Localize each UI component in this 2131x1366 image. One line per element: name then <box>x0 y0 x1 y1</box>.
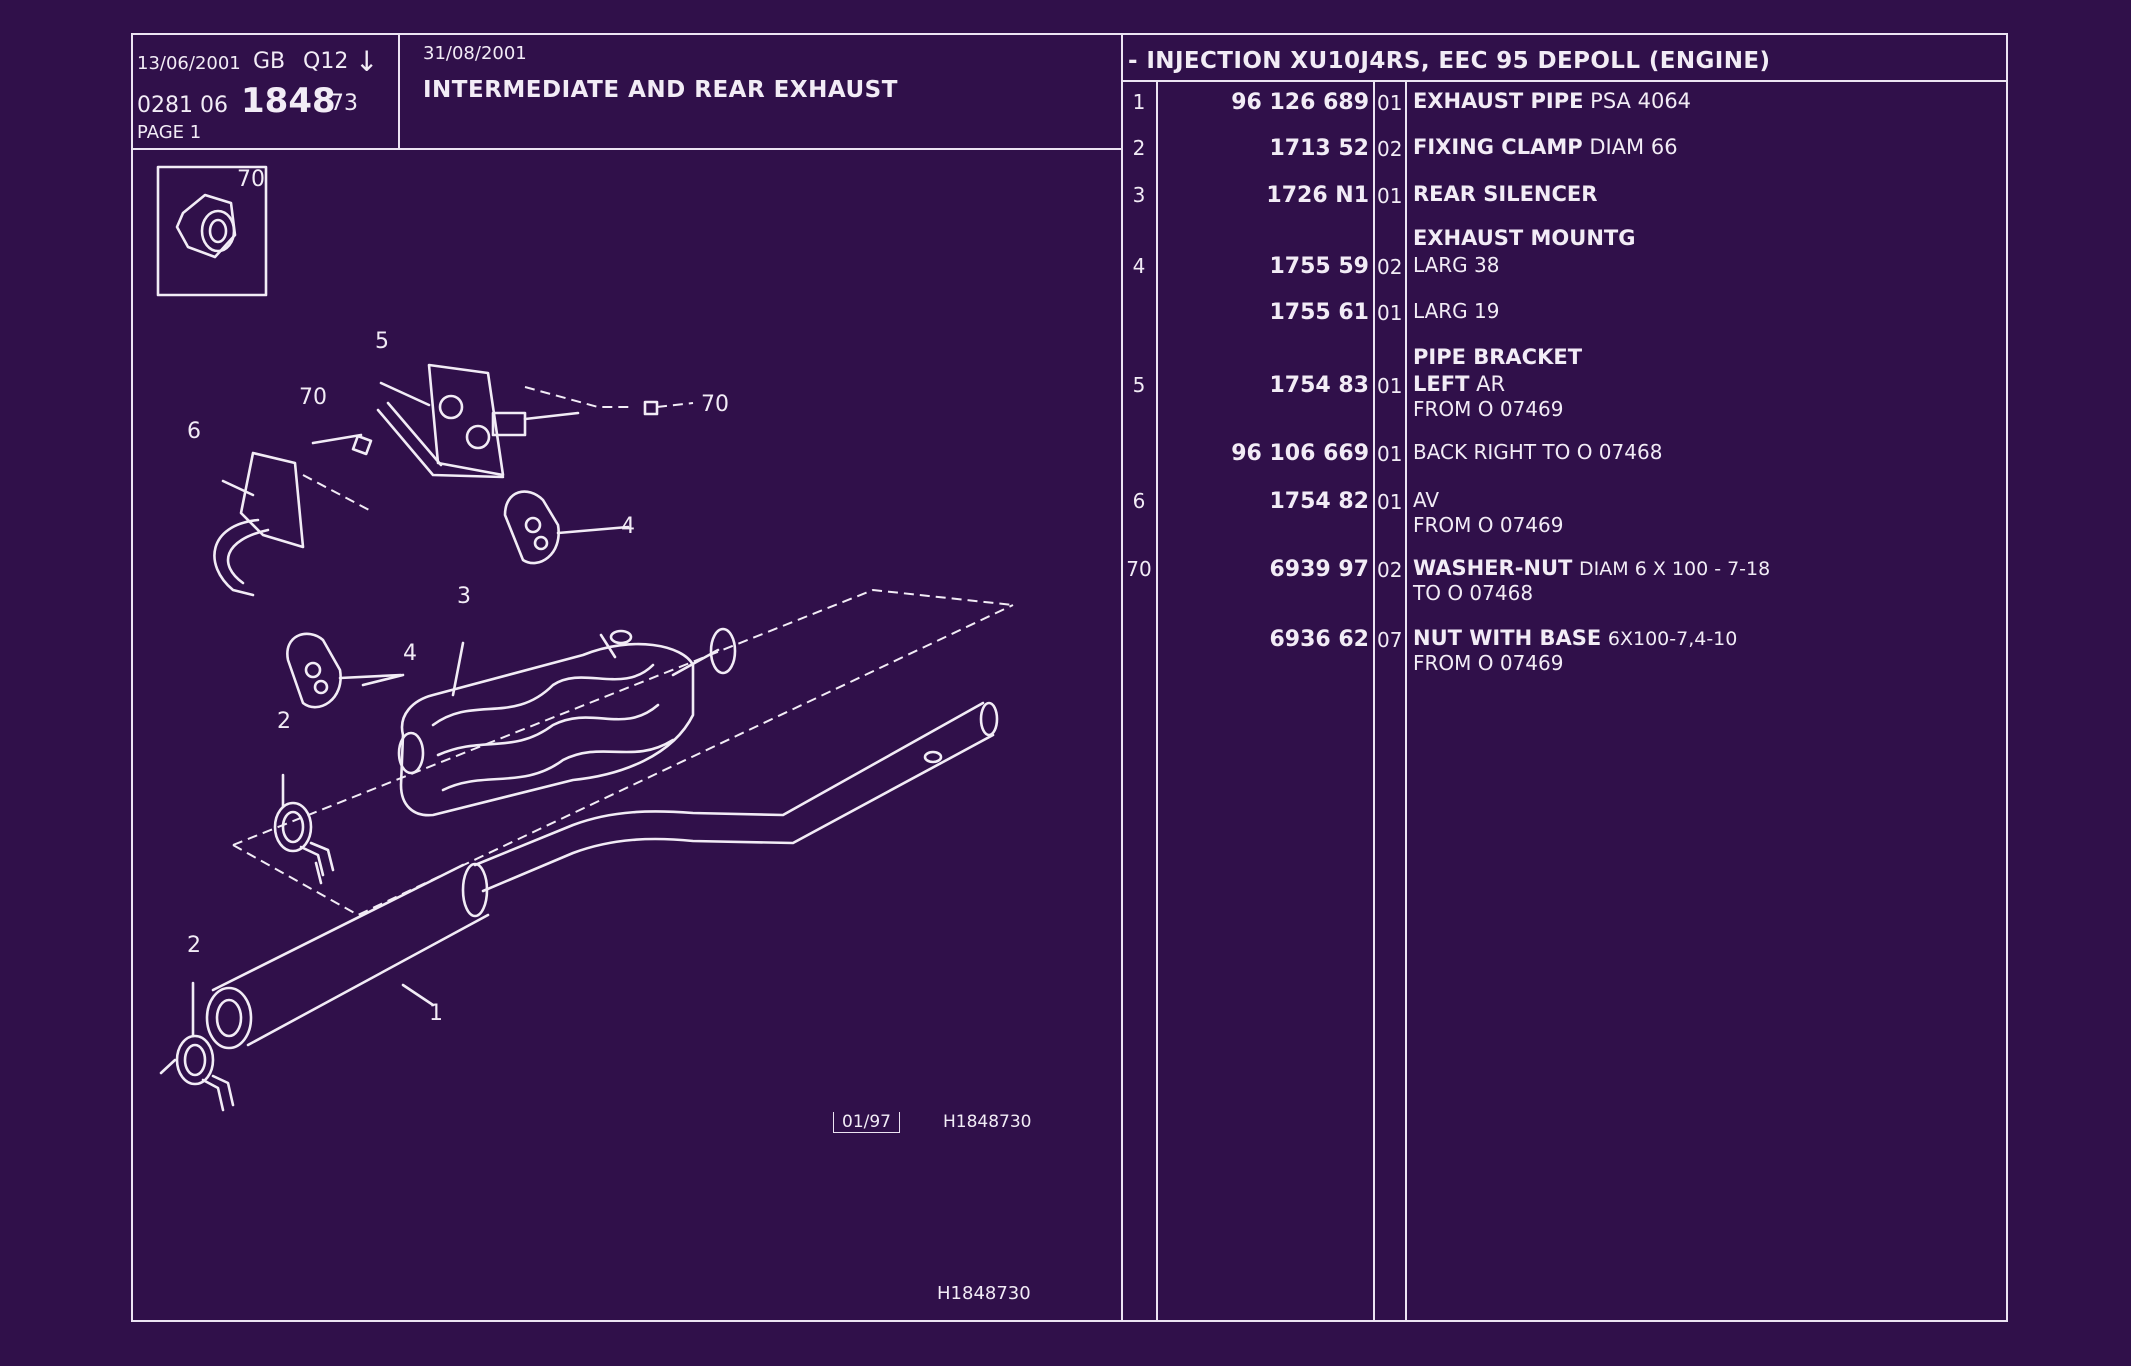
rear-silencer <box>397 627 737 817</box>
qty-cell: 02 <box>1377 255 1403 279</box>
callout-70-inset: 70 <box>237 167 265 192</box>
desc-cell: LEFT AR <box>1413 372 1506 396</box>
ref-cell: 1754 83 <box>1269 373 1369 398</box>
catalog-code: Q12 <box>303 49 349 74</box>
callout-4-lower: 4 <box>403 641 417 666</box>
stamp-ref: H1848730 <box>943 1112 1032 1132</box>
desc-sub: FROM O 07469 <box>1413 513 1564 537</box>
exhaust-mount-lower <box>286 632 403 709</box>
qty-cell: 02 <box>1377 137 1403 161</box>
ref-cell: 1754 82 <box>1269 489 1369 514</box>
pipe-bracket-front <box>213 434 373 597</box>
callout-2-upper: 2 <box>277 709 291 734</box>
callout-1: 1 <box>429 1001 443 1026</box>
ref-cell: 1755 59 <box>1269 254 1369 279</box>
pos-cell: 4 <box>1132 254 1146 278</box>
ref-cell: 1713 52 <box>1269 136 1369 161</box>
pos-cell: 3 <box>1132 183 1146 207</box>
desc-cell: AV <box>1413 488 1440 512</box>
ref-cell: 1726 N1 <box>1266 183 1369 208</box>
desc-cell: EXHAUST PIPE PSA 4064 <box>1413 89 1692 113</box>
model-line: - INJECTION XU10J4RS, EEC 95 DEPOLL (ENG… <box>1128 48 1771 74</box>
print-date: 13/06/2001 <box>137 53 241 74</box>
qty-cell: 01 <box>1377 184 1403 208</box>
catalog-prefix: 0281 06 <box>137 93 228 118</box>
pos-cell: 5 <box>1132 373 1146 397</box>
callout-2-lower: 2 <box>187 933 201 958</box>
fixing-clamp-upper <box>273 801 335 885</box>
callout-70-left: 70 <box>299 385 327 410</box>
table-col-qty <box>1373 80 1375 1320</box>
parts-sheet: 13/06/2001 GB Q12 ↓ 0281 06 1848 73 PAGE… <box>131 33 2008 1322</box>
desc-cell: REAR SILENCER <box>1413 182 1598 206</box>
ref-cell: 6939 97 <box>1269 557 1369 582</box>
page-number: PAGE 1 <box>137 122 202 143</box>
desc-cell: WASHER-NUT DIAM 6 X 100 - 7-18 <box>1413 556 1771 580</box>
down-arrow-icon: ↓ <box>355 45 379 78</box>
desc-sub: FROM O 07469 <box>1413 651 1564 675</box>
update-date: 31/08/2001 <box>423 43 527 64</box>
stamp-date: 01/97 <box>833 1112 900 1133</box>
desc-cell: LARG 38 <box>1413 253 1500 277</box>
desc-cell: PIPE BRACKET <box>1413 345 1583 369</box>
ref-cell: 1755 61 <box>1269 300 1369 325</box>
qty-cell: 07 <box>1377 628 1403 652</box>
callout-6: 6 <box>187 419 201 444</box>
pos-cell: 1 <box>1132 90 1146 114</box>
qty-cell: 02 <box>1377 558 1403 582</box>
desc-cell: EXHAUST MOUNTG <box>1413 226 1636 250</box>
plate-suffix: 73 <box>330 91 358 116</box>
exploded-diagram: 70 5 70 70 6 4 3 4 2 2 1 <box>156 165 1014 1112</box>
callout-3: 3 <box>457 584 471 609</box>
callout-5: 5 <box>375 329 389 354</box>
table-col-desc <box>1405 80 1407 1320</box>
main-column-divider <box>1121 35 1123 1320</box>
plate-number: 1848 <box>241 81 336 121</box>
pos-cell: 6 <box>1132 489 1146 513</box>
header-bottom-line <box>133 148 1121 150</box>
fixing-clamp-lower <box>159 1034 235 1112</box>
ref-cell: 6936 62 <box>1269 627 1369 652</box>
qty-cell: 01 <box>1377 442 1403 466</box>
ref-cell: 96 106 669 <box>1231 441 1369 466</box>
desc-cell: FIXING CLAMP DIAM 66 <box>1413 135 1678 159</box>
desc-sub: TO O 07468 <box>1413 581 1534 605</box>
desc-sub: FROM O 07469 <box>1413 397 1564 421</box>
desc-cell: LARG 19 <box>1413 299 1500 323</box>
pipe-bracket-left <box>376 363 694 479</box>
qty-cell: 01 <box>1377 301 1403 325</box>
page-title: INTERMEDIATE AND REAR EXHAUST <box>423 77 898 103</box>
nut-inset <box>156 165 268 297</box>
desc-cell: NUT WITH BASE 6X100-7,4-10 <box>1413 626 1738 650</box>
ref-cell: 96 126 689 <box>1231 90 1369 115</box>
pos-cell: 70 <box>1126 557 1152 581</box>
footer-ref: H1848730 <box>937 1283 1031 1304</box>
qty-cell: 01 <box>1377 91 1403 115</box>
country-code: GB <box>253 49 286 74</box>
qty-cell: 01 <box>1377 490 1403 514</box>
table-col-pos <box>1156 80 1158 1320</box>
header-divider-1 <box>398 35 400 150</box>
callout-4-upper: 4 <box>621 514 635 539</box>
qty-cell: 01 <box>1377 374 1403 398</box>
callout-70-right: 70 <box>701 392 729 417</box>
pos-cell: 2 <box>1132 136 1146 160</box>
exhaust-mount-upper <box>503 490 630 565</box>
table-header-line <box>1121 80 2006 82</box>
desc-cell: BACK RIGHT TO O 07468 <box>1413 440 1663 464</box>
exhaust-pipe <box>205 588 1014 1050</box>
